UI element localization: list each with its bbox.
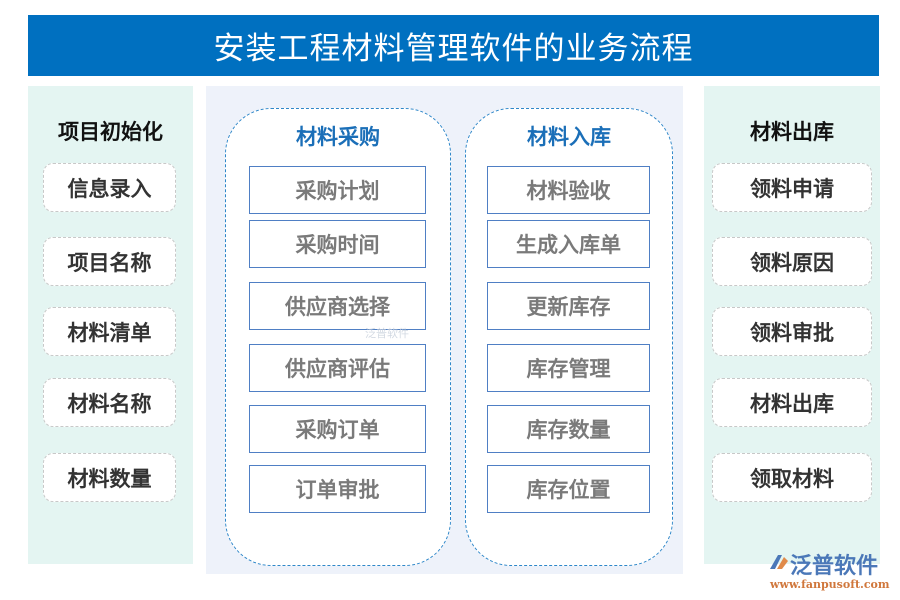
column-title: 材料采购 (296, 124, 380, 149)
logo-icon (770, 555, 788, 569)
purchase-column: 材料采购 采购计划 采购时间 供应商选择 供应商评估 采购订单 订单审批 (225, 108, 451, 566)
step-box: 材料验收 (487, 166, 650, 214)
step-box: 采购订单 (249, 405, 426, 453)
step-box: 采购计划 (249, 166, 426, 214)
step-box: 库存数量 (487, 405, 650, 453)
step-item: 领料审批 (712, 307, 872, 356)
step-box: 供应商评估 (249, 344, 426, 392)
step-box: 更新库存 (487, 282, 650, 330)
step-item: 材料数量 (43, 453, 176, 502)
step-box: 订单审批 (249, 465, 426, 513)
intake-column: 材料入库 材料验收 生成入库单 更新库存 库存管理 库存数量 库存位置 (465, 108, 673, 566)
panel-title: 材料出库 (750, 119, 834, 144)
step-box: 供应商选择 (249, 282, 426, 330)
step-item: 材料名称 (43, 378, 176, 427)
step-item: 材料清单 (43, 307, 176, 356)
step-item: 项目名称 (43, 237, 176, 286)
step-box: 库存管理 (487, 344, 650, 392)
watermark: 泛普软件 (365, 327, 409, 340)
logo-url: www.fanpusoft.com (770, 578, 890, 591)
project-init-panel: 项目初始化 信息录入 项目名称 材料清单 材料名称 材料数量 (28, 86, 193, 564)
step-box: 生成入库单 (487, 220, 650, 268)
process-panel: 材料采购 采购计划 采购时间 供应商选择 供应商评估 采购订单 订单审批 材料入… (206, 86, 683, 574)
step-item: 领料申请 (712, 163, 872, 212)
column-title: 材料入库 (527, 124, 611, 149)
logo-name: 泛普软件 (790, 554, 879, 579)
step-item: 领料原因 (712, 237, 872, 286)
step-box: 采购时间 (249, 220, 426, 268)
step-item: 材料出库 (712, 378, 872, 427)
panel-title: 项目初始化 (58, 119, 163, 144)
step-box: 库存位置 (487, 465, 650, 513)
page-title: 安装工程材料管理软件的业务流程 (28, 15, 879, 76)
brand-logo: 泛普软件 www.fanpusoft.com (768, 548, 898, 598)
step-item: 信息录入 (43, 163, 176, 212)
material-out-panel: 材料出库 领料申请 领料原因 领料审批 材料出库 领取材料 (704, 86, 880, 564)
step-item: 领取材料 (712, 453, 872, 502)
